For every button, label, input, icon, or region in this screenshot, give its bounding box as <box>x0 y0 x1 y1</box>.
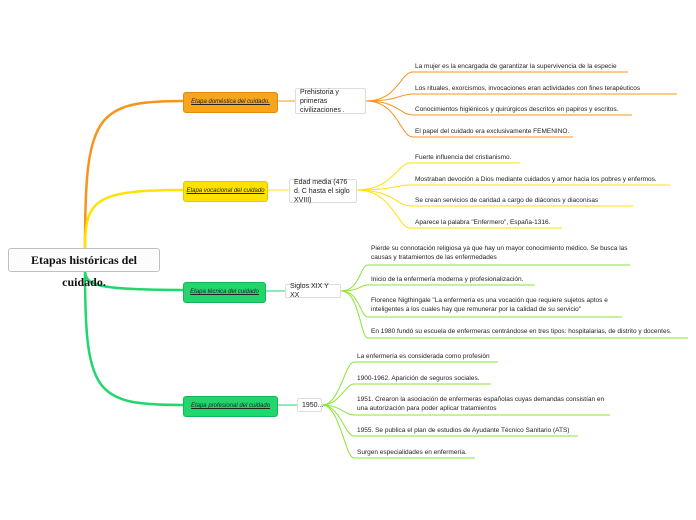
leaf-item[interactable]: 1951. Crearon la asociación de enfermera… <box>357 396 605 412</box>
period-siglos-xix-xx[interactable]: Siglos XIX Y XX <box>285 283 341 299</box>
connector-root-vocacional <box>83 188 184 249</box>
period-1950[interactable]: 1950... <box>297 398 324 412</box>
branch-etapa-domestica[interactable]: Etapa doméstica del cuidado. <box>183 92 278 113</box>
period-label: Edad media (476 d. C hasta el siglo XVII… <box>294 178 350 204</box>
leaf-item[interactable]: Fuerte influencia del cristianismo. <box>415 154 512 161</box>
root-topic[interactable]: Etapas históricas del cuidado. <box>8 248 160 289</box>
leaf-item[interactable]: Los rituales, exorcismos, invocaciones e… <box>415 85 641 92</box>
period-prehistoria[interactable]: Prehistoria y primeras civilizaciones . <box>295 88 366 114</box>
leaf-item[interactable]: Conocimientos higiénicos y quirúrgicos d… <box>415 106 619 113</box>
connector-root-profesional <box>83 269 184 407</box>
leaf-item[interactable]: El papel del cuidado era exclusivamente … <box>415 128 570 135</box>
leaf-item[interactable]: 1900-1962. Aparición de seguros sociales… <box>357 375 480 382</box>
connector-root-domestica <box>83 99 184 249</box>
period-label: 1950... <box>302 401 324 409</box>
period-label: Siglos XIX Y XX <box>290 283 329 299</box>
period-edad-media[interactable]: Edad media (476 d. C hasta el siglo XVII… <box>289 178 357 204</box>
leaf-item[interactable]: Florence Nigthingale "La enfermería es u… <box>371 297 608 313</box>
leaf-item[interactable]: La mujer es la encargada de garantizar l… <box>415 63 617 70</box>
period-label: Prehistoria y primeras civilizaciones . <box>300 88 345 114</box>
leaf-item[interactable]: La enfermería es considerada como profes… <box>357 353 490 360</box>
leaf-item[interactable]: Inicio de la enfermería moderna y profes… <box>371 276 524 283</box>
leaf-item[interactable]: En 1980 fundó su escuela de enfermeras c… <box>371 328 672 335</box>
leaf-item[interactable]: Pierde su connotación religiosa ya que h… <box>371 245 628 261</box>
branch-etapa-tecnica[interactable]: Etapa técnica del cuidado <box>183 282 266 303</box>
leaf-item[interactable]: Se crean servicios de caridad a cargo de… <box>415 197 599 204</box>
branch-etapa-vocacional[interactable]: Etapa vocacional del cuidado <box>183 181 268 202</box>
leaf-item[interactable]: 1955. Se publica el plan de estudios de … <box>357 427 570 434</box>
branch-etapa-profesional[interactable]: Etapa profesional del cuidado <box>183 396 278 417</box>
leaf-item[interactable]: Mostraban devoción a Dios mediante cuida… <box>415 176 657 183</box>
leaf-item[interactable]: Surgen especialidades en enfermería. <box>357 449 467 456</box>
leaf-item[interactable]: Aparece la palabra "Enfermero", España-1… <box>415 219 551 226</box>
